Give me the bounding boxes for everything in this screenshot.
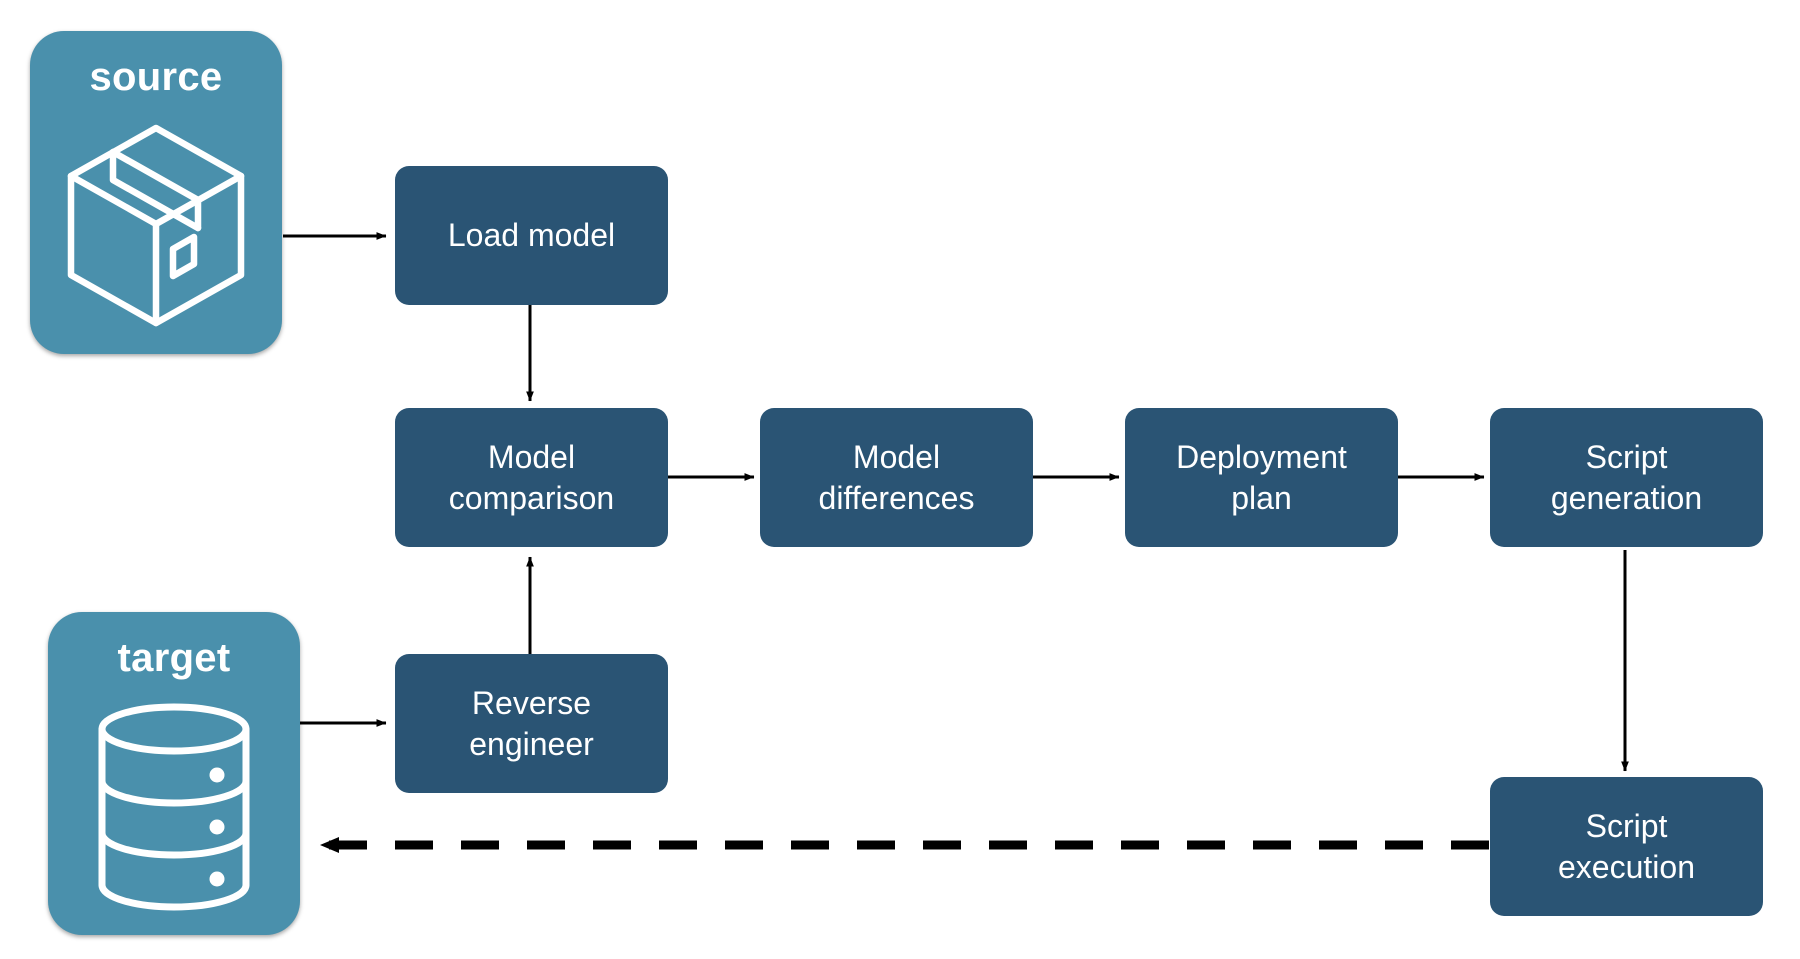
package-box-icon: [30, 97, 282, 354]
database-cylinder-icon: [48, 678, 300, 935]
process-box-deployment-plan[interactable]: Deployment plan: [1125, 408, 1398, 547]
process-label-script-execution: Script execution: [1558, 807, 1695, 885]
endpoint-card-source[interactable]: source: [30, 31, 282, 354]
process-box-script-execution[interactable]: Script execution: [1490, 777, 1763, 916]
process-box-model-differences[interactable]: Model differences: [760, 408, 1033, 547]
process-label-model-differences: Model differences: [818, 438, 975, 516]
process-label-reverse-engineer: Reverse engineer: [469, 684, 594, 762]
process-box-script-generation[interactable]: Script generation: [1490, 408, 1763, 547]
process-box-model-comparison[interactable]: Model comparison: [395, 408, 668, 547]
process-label-script-generation: Script generation: [1550, 438, 1703, 516]
process-box-load-model[interactable]: Load model: [395, 166, 668, 305]
endpoint-label-target: target: [117, 636, 231, 680]
process-label-load-model: Load model: [447, 217, 616, 254]
process-box-reverse-engineer[interactable]: Reverse engineer: [395, 654, 668, 793]
endpoint-card-target[interactable]: target: [48, 612, 300, 935]
endpoint-label-source: source: [89, 55, 223, 99]
process-label-model-comparison: Model comparison: [448, 438, 615, 516]
process-label-deployment-plan: Deployment plan: [1176, 438, 1347, 516]
